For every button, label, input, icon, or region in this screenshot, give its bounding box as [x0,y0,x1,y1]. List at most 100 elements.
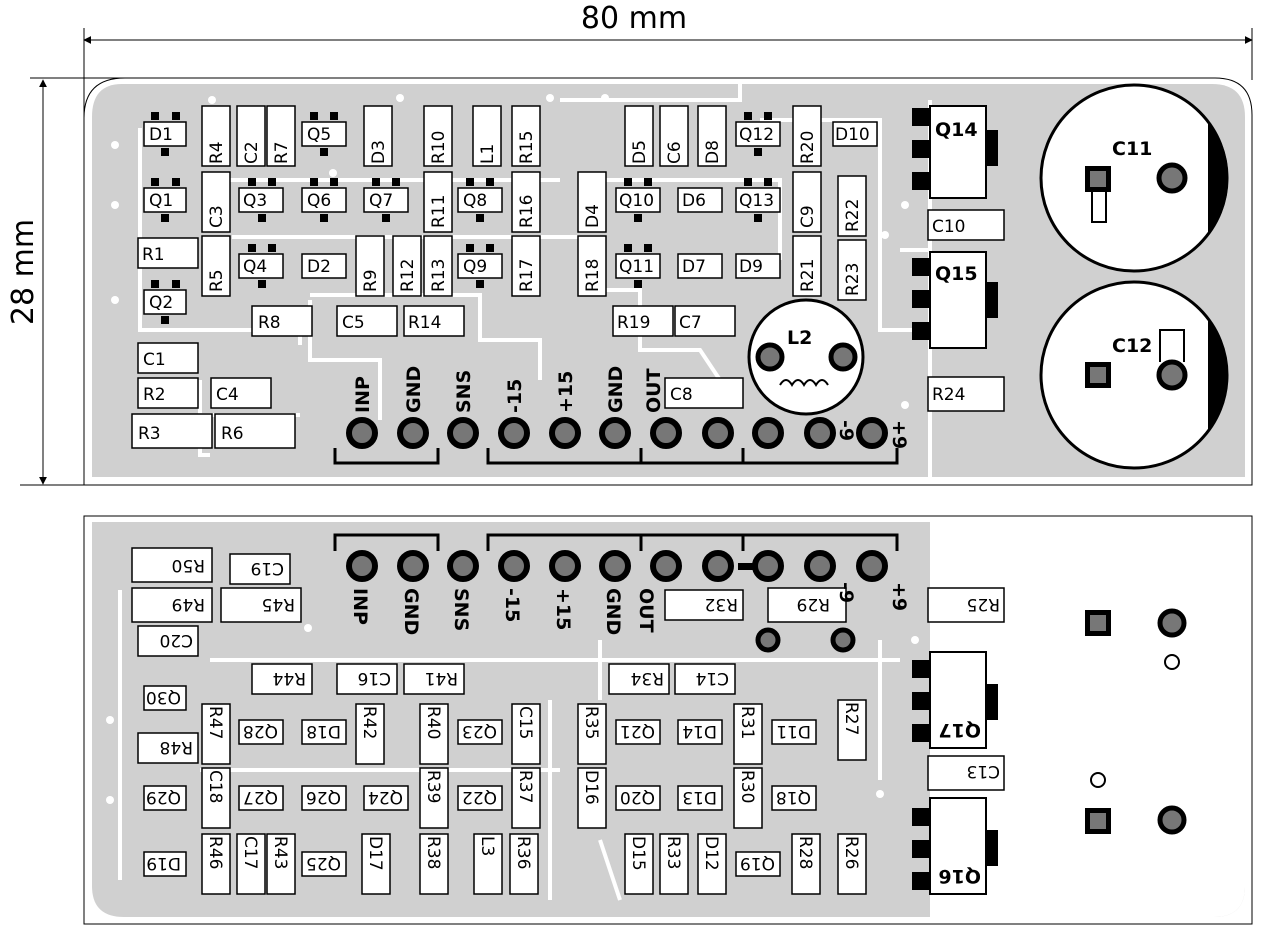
part-label: Q12 [739,125,774,145]
part-label: D4 [583,204,603,228]
pin-label-minus15-bottom: -15 [501,588,523,622]
part-label: D3 [369,140,389,164]
pin-label-sns: SNS [453,370,475,413]
part-label: C16 [357,668,391,688]
part-label: D16 [581,770,601,805]
pin-label-minus9: -9 [835,420,857,441]
part-label: R34 [631,668,664,688]
part-label: Q27 [243,787,278,807]
pin-label-out-bottom: OUT [635,588,657,633]
part-label: R7 [272,141,292,164]
part-label: R49 [172,594,205,614]
part-label: R37 [515,770,535,803]
width-dimension: 80 mm [581,1,687,36]
part-label: R22 [843,199,863,232]
part-label: Q4 [243,257,267,277]
part-label: Q23 [462,721,497,741]
part-label: Q7 [369,191,393,211]
part-label: Q21 [620,721,655,741]
part-label: Q1 [149,191,173,211]
capacitor-c11 [1039,83,1229,273]
part-label: R18 [583,259,603,292]
part-label: D11 [776,721,811,741]
part-label: C14 [695,668,729,688]
part-label: C2 [242,141,262,164]
height-dimension: 28 mm [6,219,41,325]
part-label: R46 [205,836,225,869]
part-label: Q3 [243,191,267,211]
part-label: Q29 [146,787,181,807]
part-label: Q2 [149,293,173,313]
pin-label-gnd-2-bottom: GND [602,588,624,635]
pin-label-minus9-bottom: -9 [835,582,857,603]
part-label: R11 [429,195,449,228]
part-label: Q17 [938,719,981,741]
part-label: R15 [517,131,537,164]
part-label: R26 [841,836,861,869]
part-label: Q9 [463,257,487,277]
part-label: D14 [682,721,717,741]
part-label: D5 [630,140,650,164]
part-label: L2 [787,327,812,349]
part-label: R24 [932,385,965,405]
part-label: R17 [517,259,537,292]
part-label: C20 [159,630,193,650]
part-label: R14 [408,313,441,333]
part-label: C18 [205,770,225,804]
part-label: C17 [240,836,260,870]
part-label: C6 [665,141,685,164]
part-label: D6 [682,191,706,211]
part-label: D12 [701,836,721,871]
part-label: Q14 [935,119,978,141]
part-label: D2 [307,257,331,277]
part-label: Q24 [368,787,403,807]
pin-label-plus9: +9 [888,420,910,449]
pin-label-plus9-bottom: +9 [888,582,910,611]
part-label: C15 [515,706,535,740]
part-label: R21 [798,259,818,292]
part-label: Q5 [307,125,331,145]
part-label: R3 [138,424,161,444]
pin-label-inp-bottom: INP [349,588,371,625]
part-label: D9 [739,257,763,277]
part-label: R1 [142,245,165,265]
part-label: L1 [478,144,498,164]
part-label: C10 [932,217,966,237]
part-label: R35 [581,706,601,739]
part-label: C9 [798,205,818,228]
part-label: D8 [703,140,723,164]
part-label: Q6 [307,191,331,211]
part-label: R25 [967,594,1000,614]
part-label: R36 [513,836,533,869]
part-label: Q8 [463,191,487,211]
part-label: R2 [143,385,166,405]
part-label: C1 [143,350,166,370]
part-label: R8 [258,313,281,333]
part-label: R4 [207,141,227,164]
part-label: D19 [146,853,181,873]
part-label: C13 [966,761,1000,781]
part-label: R32 [705,594,738,614]
part-label: C3 [207,205,227,228]
part-label: Q28 [243,721,278,741]
inductor-l2 [747,298,865,416]
part-label: Q16 [938,865,981,887]
part-label: R6 [221,424,244,444]
part-label: R13 [429,259,449,292]
part-label: R41 [425,668,458,688]
part-label: R47 [205,706,225,739]
bottom-board: INP GND SNS -15 +15 GND OUT -9 +9 R50 C1… [83,515,1253,925]
part-label: D18 [306,721,341,741]
pin-label-plus15: +15 [555,371,577,413]
part-label: R43 [270,836,290,869]
pin-label-gnd-1-bottom: GND [400,588,422,635]
part-label: D7 [682,257,706,277]
part-label: L3 [477,836,497,856]
part-label: C8 [670,385,693,405]
part-label: D17 [365,836,385,871]
part-label: Q26 [306,787,341,807]
part-label: D15 [628,836,648,871]
part-label: R20 [798,131,818,164]
pin-label-minus15: -15 [504,379,526,413]
